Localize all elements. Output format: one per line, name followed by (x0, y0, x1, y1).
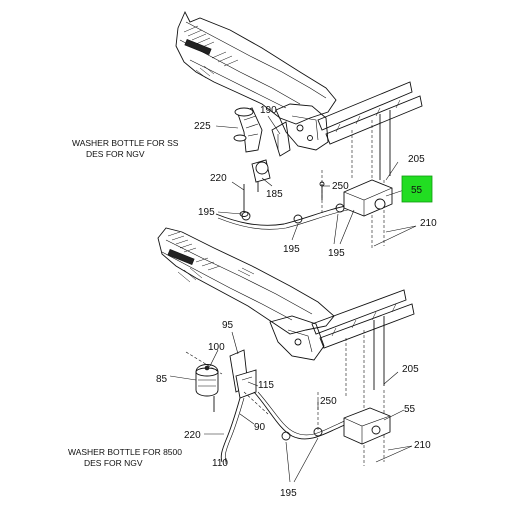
callout-205: 205 (402, 364, 419, 375)
callout-220: 220 (210, 173, 227, 184)
callout-85: 85 (156, 374, 168, 385)
caption-top-line2: DES FOR NGV (86, 149, 145, 159)
callout-210: 210 (420, 218, 437, 229)
callout-55-highlighted[interactable]: 55 (411, 185, 423, 196)
callout-220: 220 (184, 430, 201, 441)
bottom-assembly: 95 100 85 115 205 250 55 220 90 110 210 … (68, 227, 431, 499)
callout-95: 95 (222, 320, 234, 331)
callout-55: 55 (404, 404, 416, 415)
callout-90: 90 (254, 422, 266, 433)
callout-195-mid: 195 (283, 244, 300, 255)
callout-195-right: 195 (328, 248, 345, 259)
callout-205: 205 (408, 154, 425, 165)
highlight-box-55[interactable] (401, 175, 433, 203)
caption-top-line1: WASHER BOTTLE FOR SS (72, 138, 179, 148)
top-assembly: 225 190 220 185 250 205 55 195 195 195 2… (72, 10, 437, 259)
callout-250: 250 (332, 181, 349, 192)
caption-bottom-line2: DES FOR NGV (84, 458, 143, 468)
callout-185: 185 (266, 189, 283, 200)
callout-115: 115 (258, 380, 274, 391)
callout-195: 195 (280, 488, 297, 499)
callout-210: 210 (414, 440, 431, 451)
caption-bottom-line1: WASHER BOTTLE FOR 8500 (68, 447, 182, 457)
callout-195-left: 195 (198, 207, 215, 218)
callout-190: 190 (260, 105, 277, 116)
callout-100: 100 (208, 342, 225, 353)
callout-225: 225 (194, 121, 211, 132)
callout-250: 250 (320, 396, 337, 407)
callout-110: 110 (212, 458, 228, 469)
